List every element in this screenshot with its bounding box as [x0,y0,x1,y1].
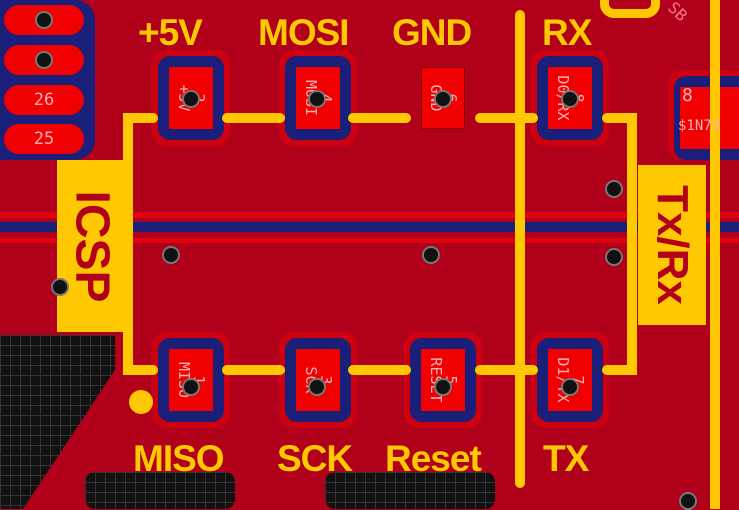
pad-7[interactable]: 7D1/TX [531,332,609,428]
label-tx: TX [543,438,589,479]
icsp-text: ICSP [65,189,119,303]
icsp-label: ICSP [57,160,127,332]
label-mosi: MOSI [258,12,350,53]
part-pad[interactable]: 8 $1N70 [668,70,739,160]
pad-4[interactable]: 4MOSI [279,50,357,146]
label-5v: +5V [138,12,203,53]
silk-outline [348,113,411,123]
via [422,246,440,264]
silk-line [515,10,525,488]
via [308,90,326,108]
silk-outline [475,365,538,375]
via [308,378,326,396]
part-name: $1N70 [678,118,721,134]
via [35,51,53,69]
bottom-layer-trace [0,222,739,232]
via [561,378,579,396]
header-pad-25[interactable]: 25 [4,124,84,154]
label-gnd: GND [392,12,472,53]
via [35,11,53,29]
txrx-label: Tx/Rx [638,165,706,325]
silk-outline [123,365,158,375]
silk-outline [475,113,538,123]
via [162,246,180,264]
via [434,378,452,396]
pad-3[interactable]: 3SCK [279,332,357,428]
component-footprint [325,472,495,509]
via [605,248,623,266]
silk-outline [222,113,285,123]
silk-outline [123,113,133,375]
part-pad-num: 8 [682,85,693,106]
via [561,90,579,108]
bottom-layer-trace [0,238,739,243]
bottom-layer-trace [0,212,739,218]
txrx-text: Tx/Rx [648,185,698,305]
label-reset: Reset [385,438,482,479]
silk-outline [222,365,285,375]
via [434,90,452,108]
pin1-marker [129,390,153,414]
silk-line [710,0,720,509]
header-pad-26[interactable]: 26 [4,85,84,115]
via [679,492,697,510]
silk-outline [602,365,637,375]
via [51,278,69,296]
silk-outline [600,0,660,18]
label-rx: RX [542,12,592,53]
silk-outline [123,113,158,123]
via [182,378,200,396]
label-miso: MISO [133,438,225,479]
silk-outline [627,113,637,375]
pad-1[interactable]: 1MISO [152,332,230,428]
label-sck: SCK [277,438,353,479]
via [605,180,623,198]
component-footprint [85,472,235,509]
silk-outline [602,113,637,123]
corner-text: SB [664,0,692,26]
via [182,90,200,108]
silk-outline [348,365,411,375]
